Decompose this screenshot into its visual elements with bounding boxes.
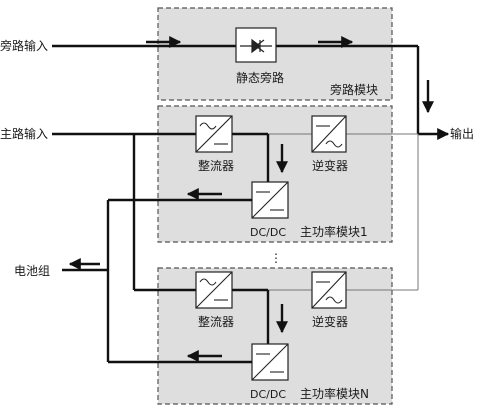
inverter-n-icon [311, 271, 347, 309]
power-module-1-title: 主功率模块1 [300, 224, 368, 239]
dcdc-1-label: DC/DC [250, 226, 286, 239]
power-module-n [157, 267, 393, 405]
bypass-module-title: 旁路模块 [330, 82, 378, 97]
rectifier-n-icon [195, 271, 233, 309]
inverter-n-label: 逆变器 [312, 314, 348, 329]
battery-label: 电池组 [14, 264, 50, 278]
rectifier-n-label: 整流器 [198, 314, 234, 329]
main-input-label: 主路输入 [0, 126, 48, 141]
inverter-1-icon [311, 115, 347, 153]
power-module-n-title: 主功率模块N [300, 386, 369, 401]
thyristor-icon [240, 38, 272, 54]
dcdc-1-icon [251, 181, 289, 219]
rectifier-1-icon [195, 115, 233, 153]
static-bypass-switch [235, 27, 277, 63]
module-ellipsis: ⋮ [270, 251, 282, 265]
power-module-1 [157, 105, 393, 243]
rectifier-1-label: 整流器 [198, 158, 234, 173]
output-label: 输出 [450, 126, 474, 141]
bypass-input-label: 旁路输入 [0, 38, 48, 53]
dcdc-n-icon [251, 343, 289, 381]
inverter-1-label: 逆变器 [312, 158, 348, 173]
static-bypass-label: 静态旁路 [236, 70, 284, 85]
dcdc-n-label: DC/DC [250, 388, 286, 401]
